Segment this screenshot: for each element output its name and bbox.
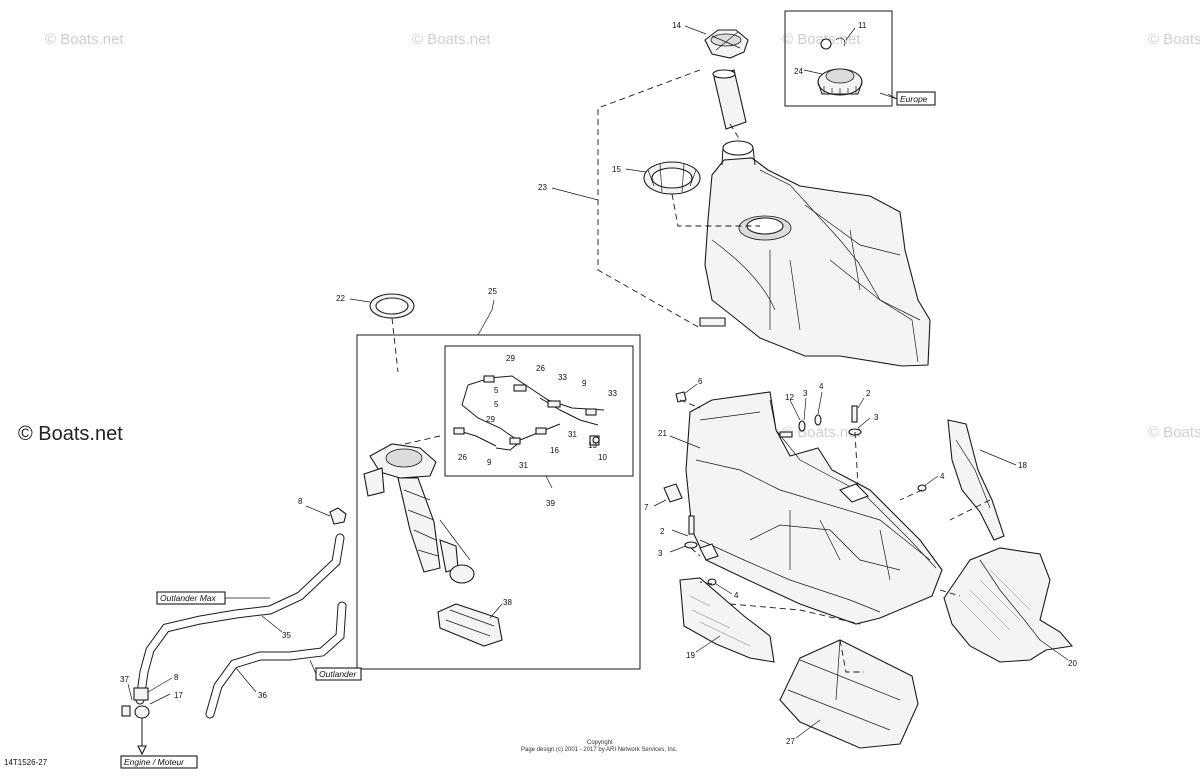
callout-33: 33 (558, 373, 567, 382)
callout-4: 4 (819, 382, 824, 391)
fuel-hose-kit (453, 375, 605, 451)
copyright-line-1: Copyright (587, 740, 613, 746)
callout-numbers: 14 11 24 15 23 22 25 29 26 33 5 9 33 5 2… (120, 21, 1077, 746)
callout-24: 24 (794, 67, 803, 76)
drawing-code: 14T1526-27 (4, 758, 48, 767)
callout-10: 10 (598, 453, 607, 462)
callout-8: 8 (174, 673, 179, 682)
callout-18: 18 (1018, 461, 1027, 470)
skid-plate (779, 639, 919, 749)
callout-27: 27 (786, 737, 795, 746)
hose-clamp (329, 507, 347, 525)
hose-kit-inset-frame (444, 345, 634, 477)
europe-label: Europe (900, 94, 928, 104)
callout-26: 26 (458, 453, 467, 462)
callout-5: 5 (494, 400, 499, 409)
callout-31: 31 (568, 430, 577, 439)
watermark: © Boats.net (45, 31, 124, 48)
callout-29: 29 (486, 415, 495, 424)
check-valve-fitting (121, 687, 150, 719)
heat-shield-right (947, 419, 1005, 541)
callout-33: 33 (608, 389, 617, 398)
watermark-large: © Boats.net (18, 423, 123, 445)
callout-2: 2 (660, 527, 665, 536)
callout-4: 4 (734, 591, 739, 600)
callout-14: 14 (672, 21, 681, 30)
callout-7: 7 (644, 503, 649, 512)
europe-inset-frame (784, 10, 893, 107)
heat-shield-lower-left (679, 577, 775, 663)
callout-12: 12 (785, 393, 794, 402)
callout-29: 29 (506, 354, 515, 363)
fuel-cap (704, 29, 749, 59)
callout-3: 3 (874, 413, 879, 422)
callout-3: 3 (658, 549, 663, 558)
watermark: © Boats.net (412, 31, 491, 48)
callout-20: 20 (1068, 659, 1077, 668)
fuel-pump-assembly-frame (356, 334, 641, 670)
vent-hose-outlander-max (135, 533, 345, 705)
mounting-bolts (663, 391, 927, 586)
engine-label: Engine / Moteur (124, 757, 185, 767)
callout-19: 19 (686, 651, 695, 660)
callout-2: 2 (866, 389, 871, 398)
callout-25: 25 (488, 287, 497, 296)
callout-31: 31 (519, 461, 528, 470)
callout-9: 9 (582, 379, 587, 388)
copyright-line-2: Page design (c) 2001 - 2017 by ARI Netwo… (521, 747, 678, 753)
fuel-level-sensor (437, 603, 503, 647)
callout-4: 4 (940, 472, 945, 481)
callout-6: 6 (698, 377, 703, 386)
outlander-max-label: Outlander Max (160, 593, 216, 603)
callout-37: 37 (120, 675, 129, 684)
fuel-tank-support-tray (685, 391, 943, 625)
fuel-tank (699, 140, 931, 367)
callout-9: 9 (487, 458, 492, 467)
callout-36: 36 (258, 691, 267, 700)
callout-35: 35 (282, 631, 291, 640)
callout-5: 5 (494, 386, 499, 395)
callout-39: 39 (546, 499, 555, 508)
europe-cap-assembly (817, 37, 863, 96)
callout-38: 38 (503, 598, 512, 607)
fuel-pump-module (363, 443, 475, 584)
callout-21: 21 (658, 429, 667, 438)
callout-26: 26 (536, 364, 545, 373)
watermark: © Boats.net (1148, 31, 1200, 48)
outlander-label: Outlander (319, 669, 357, 679)
callout-8: 8 (298, 497, 303, 506)
fuel-pump-nut-ring (643, 161, 701, 195)
leader-lines (127, 25, 1069, 739)
fuel-pump-gasket (369, 293, 415, 319)
europe-label-box (896, 91, 936, 106)
callout-15: 15 (612, 165, 621, 174)
callout-17: 17 (174, 691, 183, 700)
vent-hose-outlander (205, 601, 347, 719)
engine-label-box (120, 755, 198, 769)
callout-13: 13 (588, 441, 597, 450)
callout-23: 23 (538, 183, 547, 192)
callout-3: 3 (803, 389, 808, 398)
callout-16: 16 (550, 446, 559, 455)
engine-direction-arrow (137, 745, 147, 756)
watermark: © Boats.net (1148, 424, 1200, 441)
heat-shield-lower-right (943, 547, 1074, 663)
callout-11: 11 (858, 21, 867, 30)
watermark: © Boats.net (782, 31, 861, 48)
callout-22: 22 (336, 294, 345, 303)
filler-neck-hose (712, 69, 747, 130)
